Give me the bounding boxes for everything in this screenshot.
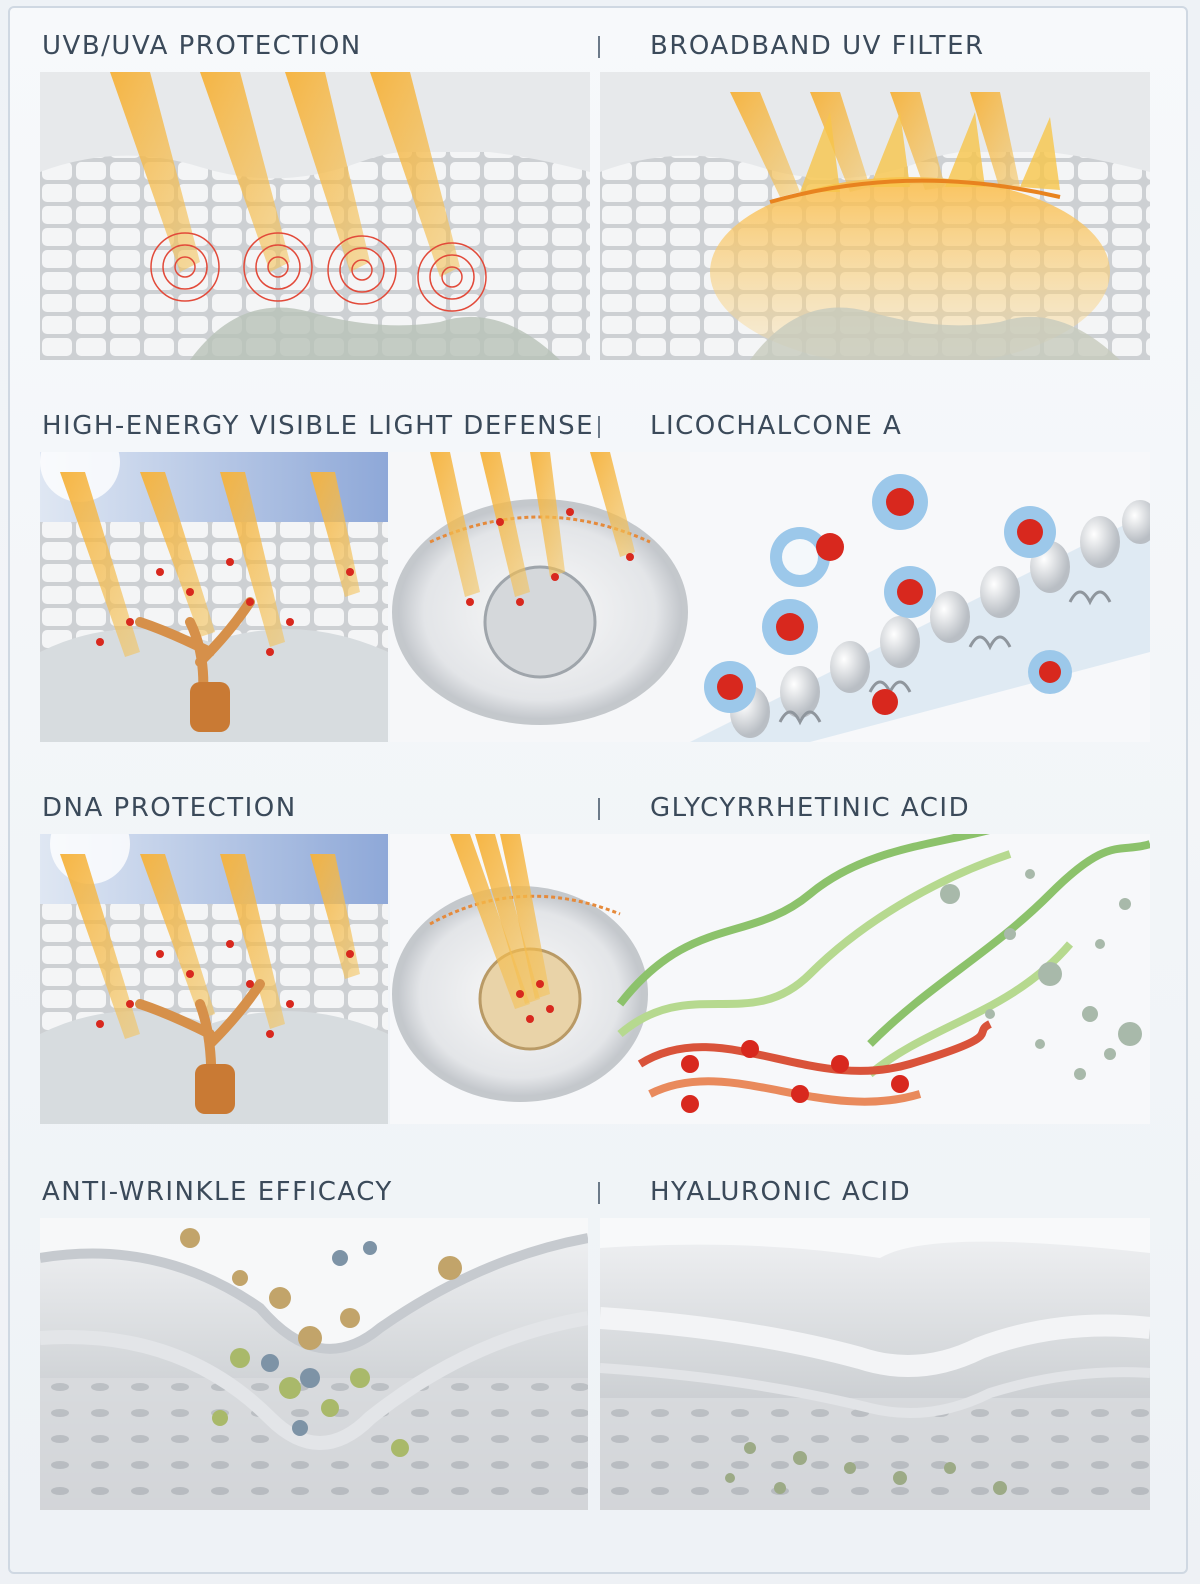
hev-light-skin-illustration (40, 452, 388, 742)
hev-light-defense-title: HIGH-ENERGY VISIBLE LIGHT DEFENSE (42, 411, 595, 441)
section-header-1: UVB/UVA PROTECTION BROADBAND UV FILTER (0, 26, 1200, 66)
header-divider (598, 1182, 600, 1204)
broadband-uv-filter-illustration (600, 72, 1150, 360)
hyaluronic-acid-illustration (600, 1218, 1150, 1510)
broadband-uv-filter-title: BROADBAND UV FILTER (650, 31, 985, 61)
section-header-2: HIGH-ENERGY VISIBLE LIGHT DEFENSE LICOCH… (0, 406, 1200, 446)
header-divider (598, 36, 600, 58)
dna-protection-skin-illustration (40, 834, 388, 1124)
licochalcone-a-illustration (690, 452, 1150, 742)
header-divider (598, 416, 600, 438)
licochalcone-a-title: LICOCHALCONE A (650, 411, 903, 441)
anti-wrinkle-efficacy-title: ANTI-WRINKLE EFFICACY (42, 1177, 393, 1207)
section-header-4: ANTI-WRINKLE EFFICACY HYALURONIC ACID (0, 1172, 1200, 1212)
anti-wrinkle-illustration (40, 1218, 588, 1510)
dna-protection-title: DNA PROTECTION (42, 793, 297, 823)
hev-light-cell-illustration (390, 452, 690, 742)
uvb-uva-protection-title: UVB/UVA PROTECTION (42, 31, 362, 61)
glycyrrhetinic-acid-dna-illustration (390, 834, 1150, 1124)
uvb-uva-skin-illustration (40, 72, 590, 360)
glycyrrhetinic-acid-title: GLYCYRRHETINIC ACID (650, 793, 971, 823)
hyaluronic-acid-title: HYALURONIC ACID (650, 1177, 912, 1207)
section-header-3: DNA PROTECTION GLYCYRRHETINIC ACID (0, 788, 1200, 828)
header-divider (598, 798, 600, 820)
